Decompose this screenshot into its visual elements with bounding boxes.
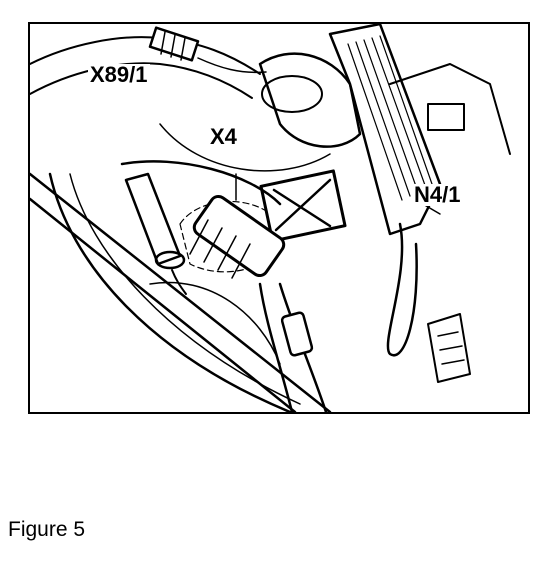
connector-x89-ribs [160, 31, 186, 61]
module-ribs [347, 35, 433, 201]
lower-right-bracket [427, 313, 471, 383]
right-cable-loop [386, 222, 418, 357]
lower-cable [258, 282, 294, 412]
fan-blade-2 [149, 281, 281, 365]
main-cable-loop [120, 160, 282, 206]
figure-caption: Figure 5 [8, 518, 86, 541]
left-plug-wire [171, 269, 187, 295]
diagonal-bracket-2 [30, 197, 297, 412]
connector-x4-ribs [189, 219, 251, 279]
left-plug-end [154, 250, 186, 270]
left-plug [124, 172, 182, 266]
figure-illustration [28, 22, 530, 414]
fan-blade [159, 123, 331, 172]
diagonal-bracket [30, 172, 332, 412]
callout-x89-1: X89/1 [88, 62, 150, 87]
module-tab [427, 103, 465, 131]
callout-x4: X4 [208, 124, 239, 149]
module-bracket [389, 63, 511, 155]
square-connector-x [272, 178, 332, 232]
upper-hose-lower [30, 62, 253, 99]
engine-bay-line-drawing [30, 24, 511, 412]
small-inline-connector [280, 311, 314, 357]
control-module-n41 [328, 24, 442, 236]
fan-shroud-inner [69, 173, 301, 405]
fan-shroud [48, 172, 292, 412]
x89-wire [197, 57, 267, 74]
callout-n4-1: N4/1 [412, 182, 463, 207]
cylinder-body [258, 52, 362, 148]
lower-right-detail [437, 331, 465, 365]
cylinder-cap [261, 75, 323, 113]
